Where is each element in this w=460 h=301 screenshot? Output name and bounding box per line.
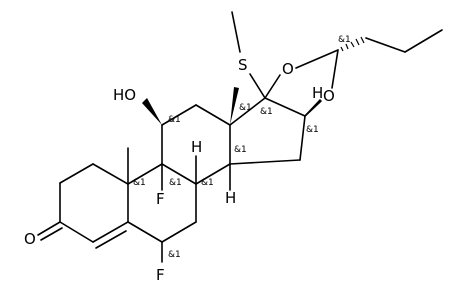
propyl-hash-bond <box>340 36 365 52</box>
dioxolane-ring <box>264 29 443 117</box>
stereo-c11: &1 <box>168 115 181 125</box>
stereo-c9: &1 <box>169 178 182 188</box>
hydrogen-14-label: H <box>225 189 236 207</box>
stereo-c22: &1 <box>338 35 351 45</box>
fluorine-6-label: F <box>156 266 165 284</box>
substituents <box>127 11 321 263</box>
stereo-c8: &1 <box>201 178 214 188</box>
ring-b <box>127 163 197 243</box>
atom-labels: HO O O S F F O H H H <box>24 56 335 284</box>
ring-a <box>37 163 129 249</box>
hydroxyl-label: HO <box>113 86 136 104</box>
acetal-oxygen-top-label: O <box>282 60 294 78</box>
stereo-c14: &1 <box>234 145 247 155</box>
fluorine-9-label: F <box>156 190 165 208</box>
stereo-c6: &1 <box>168 250 181 260</box>
stereo-c17: &1 <box>260 107 273 117</box>
stereo-c13: &1 <box>239 103 252 113</box>
stereo-c16: &1 <box>306 125 319 135</box>
stereo-c10: &1 <box>133 178 146 188</box>
stereo-flags: &1 &1 &1 &1 &1 &1 &1 &1 &1 &1 <box>133 35 351 260</box>
acetal-oxygen-right-label: O <box>323 87 335 105</box>
ring-c <box>161 104 231 185</box>
hydrogen-16-label: H <box>312 84 323 102</box>
ketone-oxygen-label: O <box>24 230 36 248</box>
hydrogen-8-label: H <box>191 138 202 156</box>
ring-d <box>229 97 306 165</box>
sulfur-label: S <box>238 56 248 74</box>
